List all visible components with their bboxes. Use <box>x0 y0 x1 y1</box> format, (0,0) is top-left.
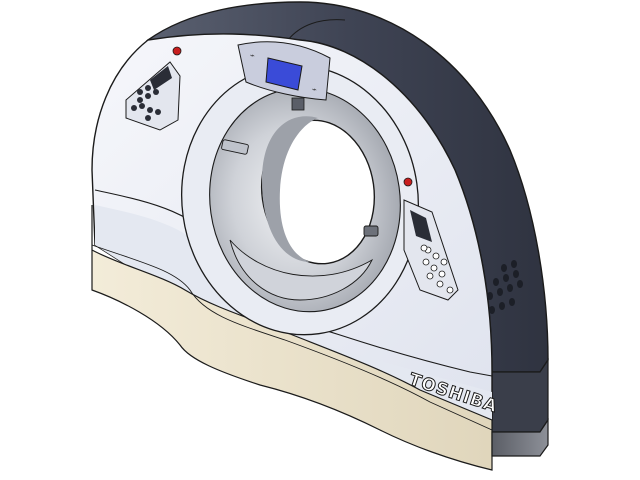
display-side-mark-right: ⌁ <box>312 85 317 94</box>
lcd-display-icon <box>265 57 303 91</box>
bore-inner-shadow <box>262 116 318 262</box>
display-side-mark-left: ⌁ <box>250 51 255 60</box>
bore-floor <box>229 239 374 301</box>
top-seam <box>287 19 346 41</box>
indicator-light-right <box>403 177 413 187</box>
indicator-light-left <box>172 46 182 56</box>
lower-sweep-shadow <box>95 205 492 420</box>
speaker-grille-icon <box>487 260 523 314</box>
keypad-icon <box>131 81 161 121</box>
base-foot <box>491 418 549 457</box>
lcd-mount <box>291 97 305 111</box>
right-panel-screen <box>410 210 432 242</box>
keypad-icon <box>420 244 454 294</box>
ring-tab-left <box>221 139 249 155</box>
base-skirt-line <box>91 244 493 431</box>
right-keypad-panel <box>403 199 459 301</box>
ring-tab-right <box>363 225 379 237</box>
left-keypad-panel <box>125 61 181 131</box>
